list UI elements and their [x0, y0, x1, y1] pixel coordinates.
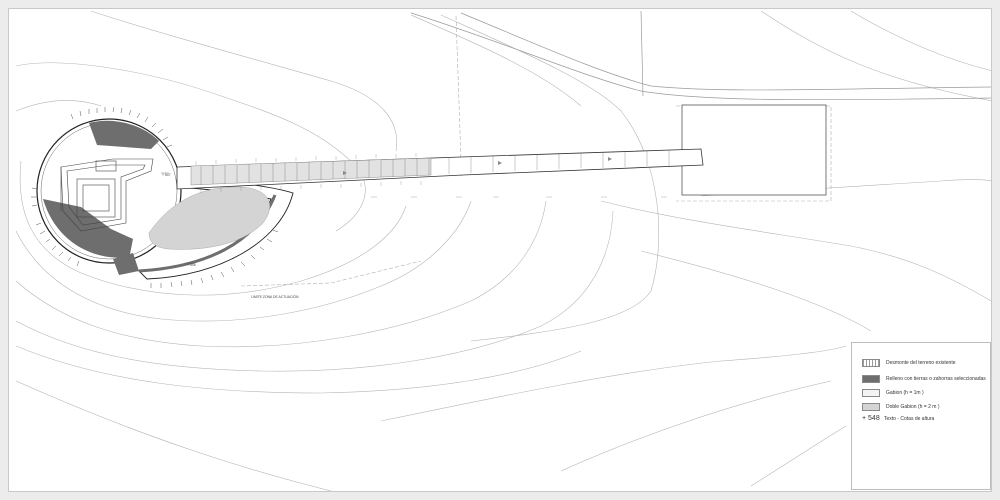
drawing-sheet: + 548 [8, 8, 992, 492]
contour-line [90, 10, 398, 152]
contour-line [440, 14, 660, 342]
gabion-double-zone [148, 186, 270, 250]
legend-item-label: Desmonte del terreno existente [886, 360, 956, 366]
disc-elevation-mark: + 547 [161, 172, 171, 177]
contour-line [560, 380, 832, 472]
fill-zone-south [113, 253, 139, 275]
legend: Desmonte del terreno existente Relleno c… [851, 342, 991, 490]
contour-line [380, 345, 847, 422]
slope-arrows [343, 157, 612, 175]
contour-line [15, 380, 332, 491]
contour-lines [15, 10, 991, 491]
contour-line [760, 10, 991, 101]
walkway-hatched-section [190, 157, 432, 186]
contour-line [600, 200, 991, 302]
legend-item-gabion: Gabion (h = 1m ) [862, 389, 990, 397]
legend-item-desmonte: Desmonte del terreno existente [862, 359, 990, 367]
light-swatch-icon [862, 389, 880, 397]
dark-swatch-icon [862, 375, 880, 383]
gabion-elevation-mark: + 546 [185, 262, 196, 267]
hatch-swatch-icon [862, 359, 880, 367]
contour-line [410, 14, 582, 107]
road-edge [460, 12, 991, 91]
legend-item-label: Texto - Cotas de altura [884, 415, 935, 422]
contour-line [15, 62, 366, 232]
parcel-line [640, 10, 644, 97]
legend-item-cotas: + 548 Texto - Cotas de altura [862, 415, 990, 422]
limit-label: LIMITE ZONA DE ACTUACIÓN [251, 294, 299, 299]
mid-swatch-icon [862, 403, 880, 411]
contour-line [15, 200, 547, 348]
fill-zone-north [89, 120, 159, 149]
legend-item-label: Gabion (h = 1m ) [886, 390, 924, 396]
legend-item-label: Doble Gabion (h = 2 m ) [886, 404, 940, 410]
end-platform [681, 104, 827, 196]
legend-elevation-sample: + 548 [862, 415, 880, 422]
legend-item-doble-gabion: Doble Gabion (h = 2 m ) [862, 403, 990, 411]
contour-line [19, 160, 407, 296]
legend-item-relleno: Relleno con tierras o zahorras seleccion… [862, 375, 990, 383]
contour-line [15, 200, 472, 322]
road-edge [410, 12, 991, 101]
access-road [410, 10, 991, 101]
contour-line [15, 210, 614, 372]
contour-line [750, 425, 847, 487]
contour-line [15, 345, 582, 394]
elevation-label: + 546 [187, 263, 196, 267]
radial-ticks [31, 106, 279, 288]
site-plan: + 548 [15, 10, 991, 491]
contour-line [850, 10, 991, 71]
contour-line [15, 100, 102, 112]
central-building [60, 158, 154, 232]
contour-line [640, 250, 872, 332]
walkway [176, 148, 704, 198]
elevation-label: + 547 [162, 173, 171, 177]
legend-item-label: Relleno con tierras o zahorras seleccion… [886, 376, 986, 382]
